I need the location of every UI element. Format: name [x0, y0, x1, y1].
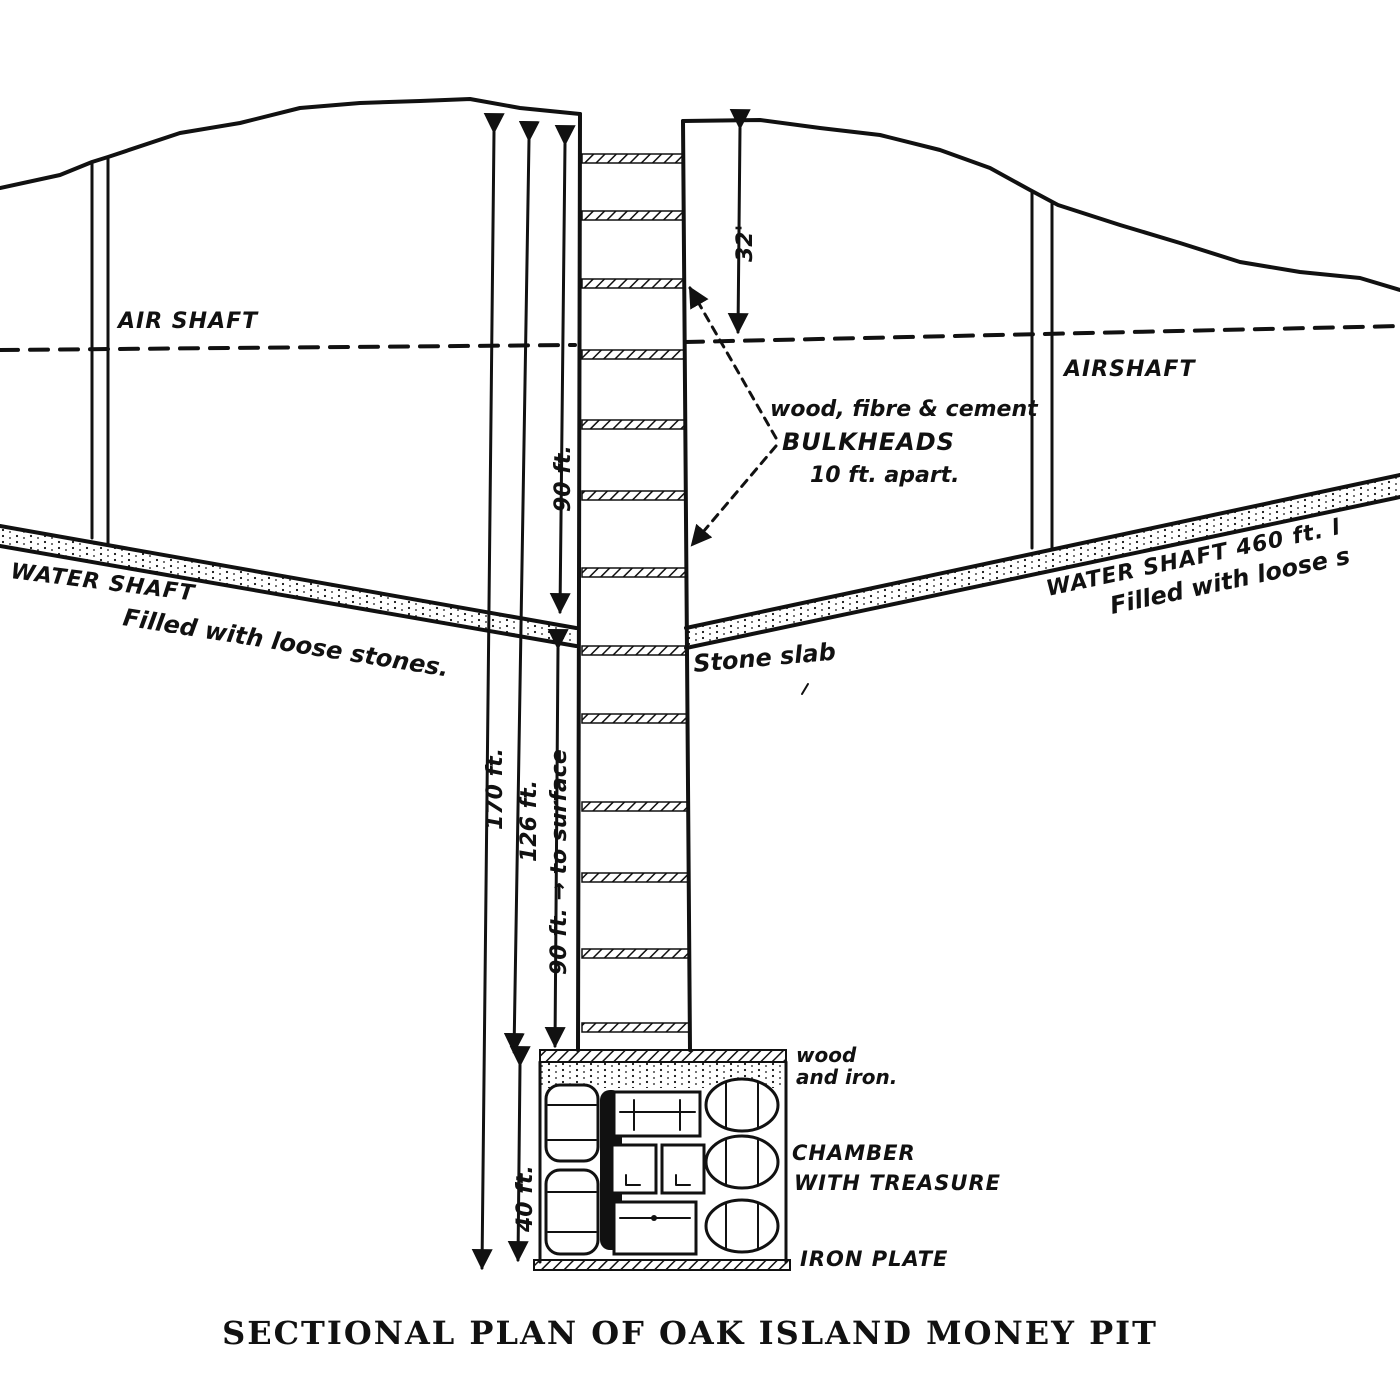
dimension-170ft-label: 170 ft.	[483, 748, 508, 830]
chamber-label-line2: WITH TREASURE	[794, 1171, 1001, 1195]
bulkhead-platform	[581, 567, 688, 578]
water-level-line-right	[683, 324, 1400, 344]
dimension-32ft-label: 32'	[733, 225, 758, 262]
dimension-90ft-upper-label: 90 ft.	[551, 445, 576, 512]
bulkhead-platforms	[581, 153, 691, 1033]
main-shaft-left-wall	[576, 112, 582, 1052]
bulkhead-platform	[581, 278, 685, 289]
treasure-chest	[612, 1090, 702, 1138]
bulkhead-platform	[581, 153, 685, 164]
treasure-chest	[612, 1200, 698, 1256]
bulkhead-platform	[581, 210, 685, 221]
bulkhead-platform	[581, 1022, 691, 1033]
dimension-126ft-label: 126 ft.	[517, 780, 542, 862]
bulkheads-label-line2: BULKHEADS	[782, 428, 955, 456]
barrel	[544, 1083, 600, 1163]
iron-plate-label: IRON PLATE	[800, 1247, 948, 1271]
dimension-40ft-label: 40 ft.	[513, 1165, 538, 1233]
main-shaft-right-wall	[681, 119, 692, 1052]
air-shaft-right	[1030, 191, 1054, 550]
treasure-chest	[660, 1143, 706, 1195]
barrel	[704, 1077, 780, 1133]
ground-surface-right	[681, 118, 1400, 292]
dimension-to-surface-label: 90 ft. → to surface	[547, 749, 572, 975]
treasure-chest	[610, 1143, 658, 1195]
bulkhead-platform	[581, 349, 686, 360]
treasure-chamber	[533, 1049, 791, 1271]
bulkhead-platform	[581, 419, 687, 430]
bulkhead-platform	[581, 948, 690, 959]
barrel	[704, 1134, 780, 1190]
bulkhead-platform	[581, 872, 690, 883]
ground-surface-left	[0, 97, 582, 190]
water-shaft-right	[684, 473, 1400, 650]
barrel	[704, 1198, 780, 1254]
bulkhead-platform	[581, 801, 689, 812]
diagram-caption: SECTIONAL PLAN OF OAK ISLAND MONEY PIT	[222, 1314, 1158, 1352]
bulkhead-platform	[581, 713, 689, 724]
bulkhead-platform	[581, 645, 688, 656]
dimension-arrows	[471, 108, 809, 1271]
barrel	[544, 1168, 600, 1256]
wood-iron-label-line2: and iron.	[796, 1065, 897, 1089]
bulkheads-label-line1: wood, fibre & cement	[770, 397, 1039, 422]
air-shaft-left-label: AIR SHAFT	[116, 309, 259, 334]
wood-iron-label-line1: wood	[796, 1043, 857, 1067]
water-level-line-left	[0, 343, 577, 352]
air-shaft-right-label: AIRSHAFT	[1062, 357, 1196, 382]
chamber-label-line1: CHAMBER	[792, 1141, 916, 1165]
bulkheads-label-line3: 10 ft. apart.	[810, 463, 960, 488]
bulkhead-platform	[581, 490, 687, 501]
